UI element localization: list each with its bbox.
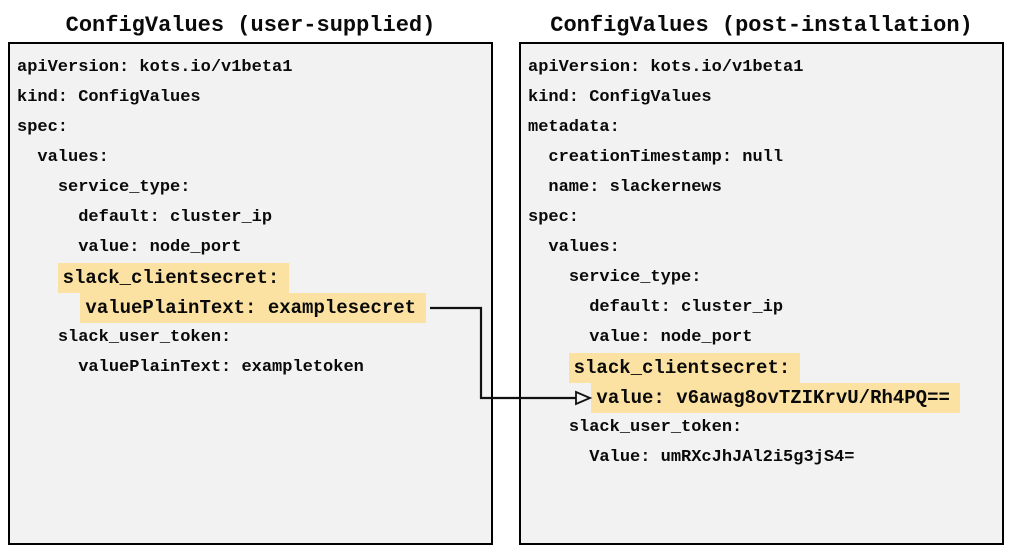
yaml-indent	[528, 178, 548, 197]
yaml-text: values:	[548, 238, 620, 257]
yaml-indent	[17, 238, 78, 257]
yaml-line: value: v6awag8ovTZIKrvU/Rh4PQ==	[528, 383, 996, 413]
yaml-code-post-installation: apiVersion: kots.io/v1beta1 kind: ConfigV…	[521, 44, 1002, 473]
yaml-line: valuePlainText: examplesecret	[17, 293, 485, 323]
yaml-line: slack_clientsecret:	[528, 353, 996, 383]
yaml-code-user-supplied: apiVersion: kots.io/v1beta1 kind: ConfigV…	[10, 44, 491, 383]
panel-title-post-installation: ConfigValues (post-installation)	[550, 13, 973, 38]
yaml-text: values:	[37, 148, 109, 167]
panel-title-user-supplied: ConfigValues (user-supplied)	[65, 13, 436, 38]
yaml-text: kind: ConfigValues	[528, 88, 712, 107]
yaml-text: service_type:	[57, 178, 191, 197]
yaml-indent	[17, 297, 85, 319]
yaml-line: creationTimestamp: null	[528, 143, 996, 173]
yaml-text: metadata:	[528, 118, 620, 137]
yaml-line: Value: umRXcJhJAl2i5g3jS4=	[528, 443, 996, 473]
yaml-line: kind: ConfigValues	[528, 83, 996, 113]
yaml-line: values:	[528, 233, 996, 263]
yaml-text-highlighted: slack_clientsecret:	[568, 353, 801, 383]
yaml-text: value: node_port	[78, 238, 242, 257]
yaml-indent	[528, 298, 589, 317]
yaml-text: apiVersion: kots.io/v1beta1	[17, 58, 293, 77]
yaml-text: apiVersion: kots.io/v1beta1	[528, 58, 804, 77]
yaml-text: spec:	[17, 118, 69, 137]
config-box-user-supplied: apiVersion: kots.io/v1beta1 kind: ConfigV…	[8, 42, 493, 545]
yaml-indent	[528, 268, 569, 287]
yaml-indent	[17, 208, 78, 227]
yaml-line: default: cluster_ip	[17, 203, 485, 233]
yaml-line: valuePlainText: exampletoken	[17, 353, 485, 383]
yaml-indent	[528, 148, 548, 167]
yaml-text-highlighted: value: v6awag8ovTZIKrvU/Rh4PQ==	[591, 383, 960, 413]
yaml-line: apiVersion: kots.io/v1beta1	[17, 53, 485, 83]
yaml-line: slack_user_token:	[528, 413, 996, 443]
yaml-text: valuePlainText: exampletoken	[78, 358, 364, 377]
yaml-line: values:	[17, 143, 485, 173]
yaml-line: value: node_port	[17, 233, 485, 263]
yaml-indent	[528, 448, 589, 467]
yaml-text: Value: umRXcJhJAl2i5g3jS4=	[589, 448, 855, 467]
yaml-indent	[528, 357, 574, 379]
yaml-line: value: node_port	[528, 323, 996, 353]
yaml-indent	[528, 418, 569, 437]
yaml-text: service_type:	[568, 268, 702, 287]
yaml-indent	[528, 328, 589, 347]
yaml-text-highlighted: valuePlainText: examplesecret	[80, 293, 427, 323]
yaml-text: value: node_port	[589, 328, 753, 347]
yaml-line: name: slackernews	[528, 173, 996, 203]
yaml-text-highlighted: slack_clientsecret:	[57, 263, 290, 293]
yaml-line: kind: ConfigValues	[17, 83, 485, 113]
config-box-post-installation: apiVersion: kots.io/v1beta1 kind: ConfigV…	[519, 42, 1004, 545]
yaml-line: apiVersion: kots.io/v1beta1	[528, 53, 996, 83]
yaml-text: creationTimestamp: null	[548, 148, 784, 167]
yaml-text: spec:	[528, 208, 580, 227]
yaml-text: default: cluster_ip	[589, 298, 784, 317]
yaml-text: slack_user_token:	[57, 328, 232, 347]
yaml-text: name: slackernews	[548, 178, 722, 197]
yaml-line: spec:	[528, 203, 996, 233]
yaml-line: service_type:	[528, 263, 996, 293]
yaml-line: service_type:	[17, 173, 485, 203]
yaml-line: slack_clientsecret:	[17, 263, 485, 293]
yaml-line: default: cluster_ip	[528, 293, 996, 323]
yaml-text: default: cluster_ip	[78, 208, 273, 227]
yaml-indent	[528, 387, 596, 409]
yaml-indent	[17, 148, 37, 167]
yaml-line: metadata:	[528, 113, 996, 143]
yaml-text: kind: ConfigValues	[17, 88, 201, 107]
yaml-indent	[17, 328, 58, 347]
yaml-indent	[528, 238, 548, 257]
yaml-text: slack_user_token:	[568, 418, 743, 437]
yaml-line: spec:	[17, 113, 485, 143]
yaml-line: slack_user_token:	[17, 323, 485, 353]
yaml-indent	[17, 358, 78, 377]
yaml-indent	[17, 267, 63, 289]
yaml-indent	[17, 178, 58, 197]
